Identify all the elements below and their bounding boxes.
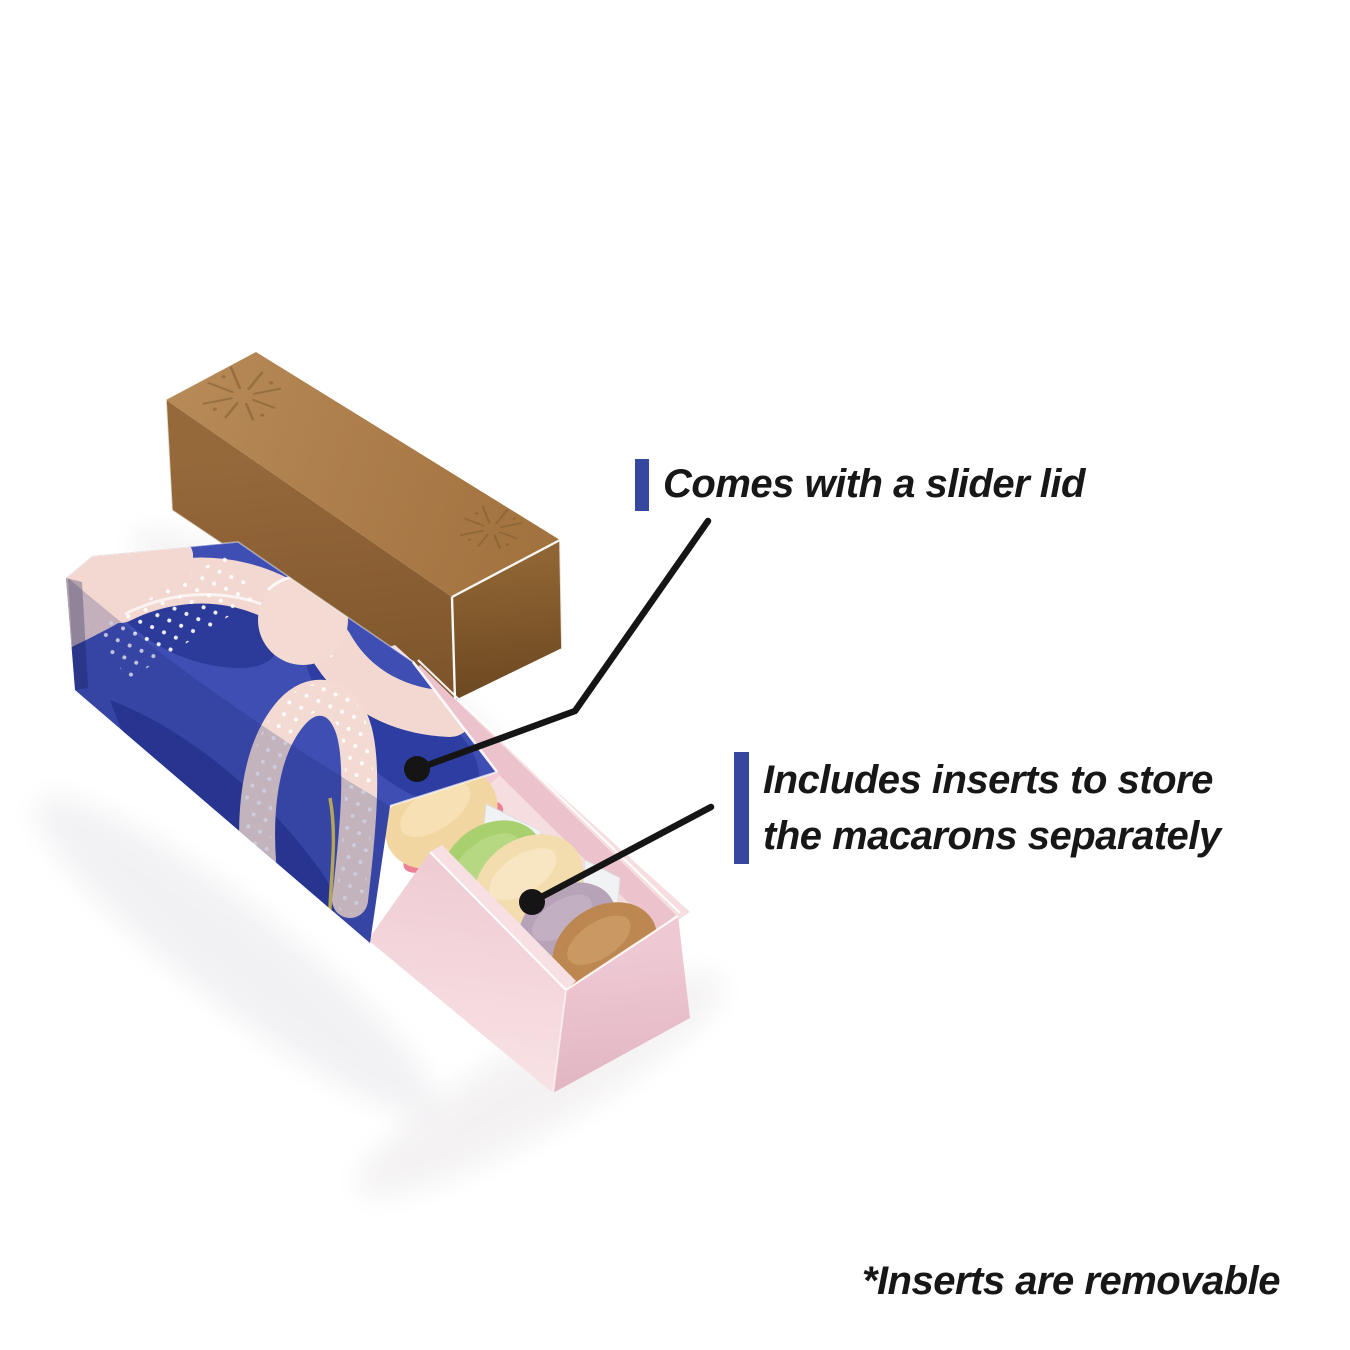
annotation-slider-lid: Comes with a slider lid: [635, 457, 1085, 511]
kraft-end-face: [452, 540, 562, 700]
accent-bar: [635, 459, 649, 511]
leader-line-inserts: [528, 803, 715, 906]
leader-dot-slider-lid: [404, 756, 430, 782]
drawer-front-face: [368, 852, 566, 1093]
callout-lines: [413, 517, 715, 906]
footnote-inserts-removable: *Inserts are removable: [861, 1259, 1281, 1303]
kraft-front-face: [166, 400, 455, 700]
annotation-inserts-line2: the macarons separately: [763, 814, 1221, 858]
annotation-inserts: Includes inserts to store the macarons s…: [734, 752, 1221, 864]
leader-line-slider-lid: [413, 517, 712, 773]
annotation-inserts-label: Includes inserts to store the macarons s…: [749, 752, 1221, 864]
accent-bar: [734, 752, 749, 864]
leader-dot-inserts: [519, 889, 545, 915]
sleeve-front-shading: [68, 578, 390, 943]
drawer-end-face: [553, 916, 690, 1093]
annotation-inserts-line1: Includes inserts to store: [763, 758, 1213, 802]
pattern-yellow-line: [323, 797, 336, 943]
drawer-front-wall-rim: [430, 845, 576, 990]
annotation-slider-lid-label: Comes with a slider lid: [663, 462, 1085, 506]
